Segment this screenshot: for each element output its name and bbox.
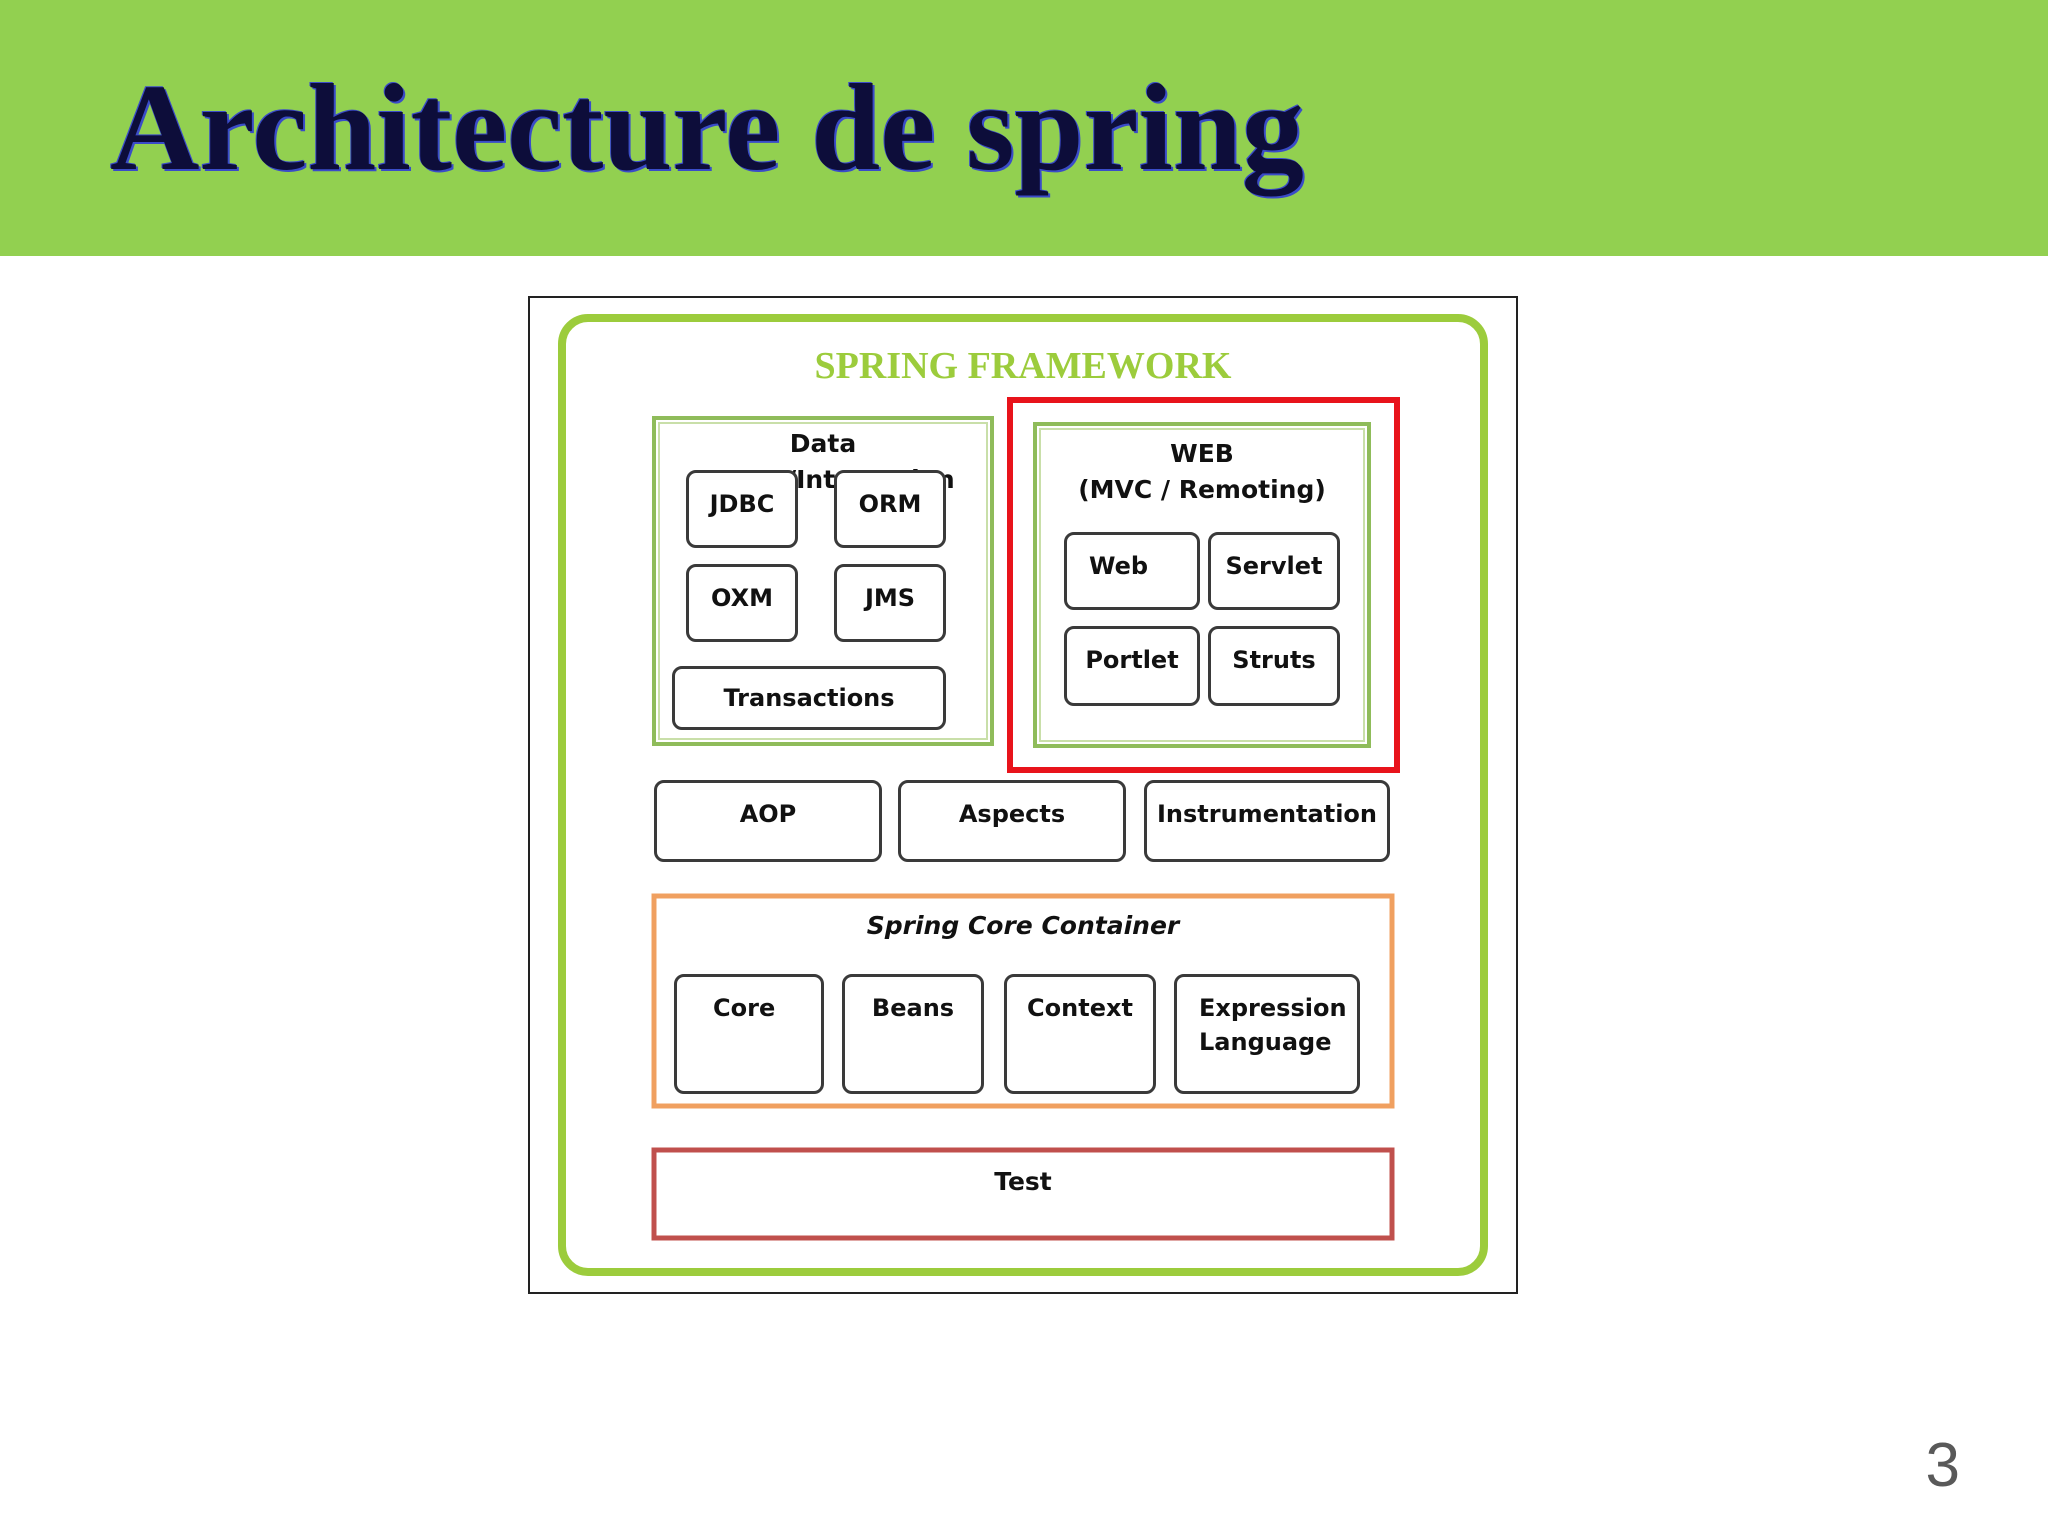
module-struts: Struts [1208,626,1340,706]
web-group-inner-border [1039,428,1365,742]
module-orm: ORM [834,470,946,548]
page-number: 3 [1925,1431,1960,1500]
module-aop: AOP [654,780,882,862]
web-highlight-box [1007,397,1400,773]
spring-framework-diagram: SPRING FRAMEWORK [558,314,1488,1276]
framework-title: SPRING FRAMEWORK [815,345,1232,387]
core-container-label: Spring Core Container [866,911,1180,940]
module-portlet: Portlet [1064,626,1200,706]
test-box [651,1147,1395,1241]
framework-border [558,314,1488,1276]
module-expression-language: Expression Language [1174,974,1360,1094]
module-core: Core [674,974,824,1094]
module-jms: JMS [834,564,946,642]
web-label-line1: WEB [1170,439,1234,468]
module-context: Context [1004,974,1156,1094]
module-oxm: OXM [686,564,798,642]
module-instrumentation: Instrumentation [1144,780,1390,862]
module-jdbc: JDBC [686,470,798,548]
module-aspects: Aspects [898,780,1126,862]
core-container-border [651,893,1395,1109]
expression-line1: Expression [1199,994,1347,1022]
title-bar: Architecture de spring [0,0,2048,256]
slide-title: Architecture de spring [110,59,1304,196]
module-transactions: Transactions [672,666,946,730]
web-label-line2: (MVC / Remoting) [1078,475,1326,504]
web-group-border [1033,422,1371,748]
data-access-group-border [652,416,994,746]
module-beans: Beans [842,974,984,1094]
module-servlet: Servlet [1208,532,1340,610]
diagram-frame: SPRING FRAMEWORK Data Access/Integration… [528,296,1518,1294]
data-access-group-inner-border [658,422,988,740]
expression-line2: Language [1199,1028,1332,1056]
test-label: Test [994,1167,1052,1196]
module-web: Web [1064,532,1200,610]
